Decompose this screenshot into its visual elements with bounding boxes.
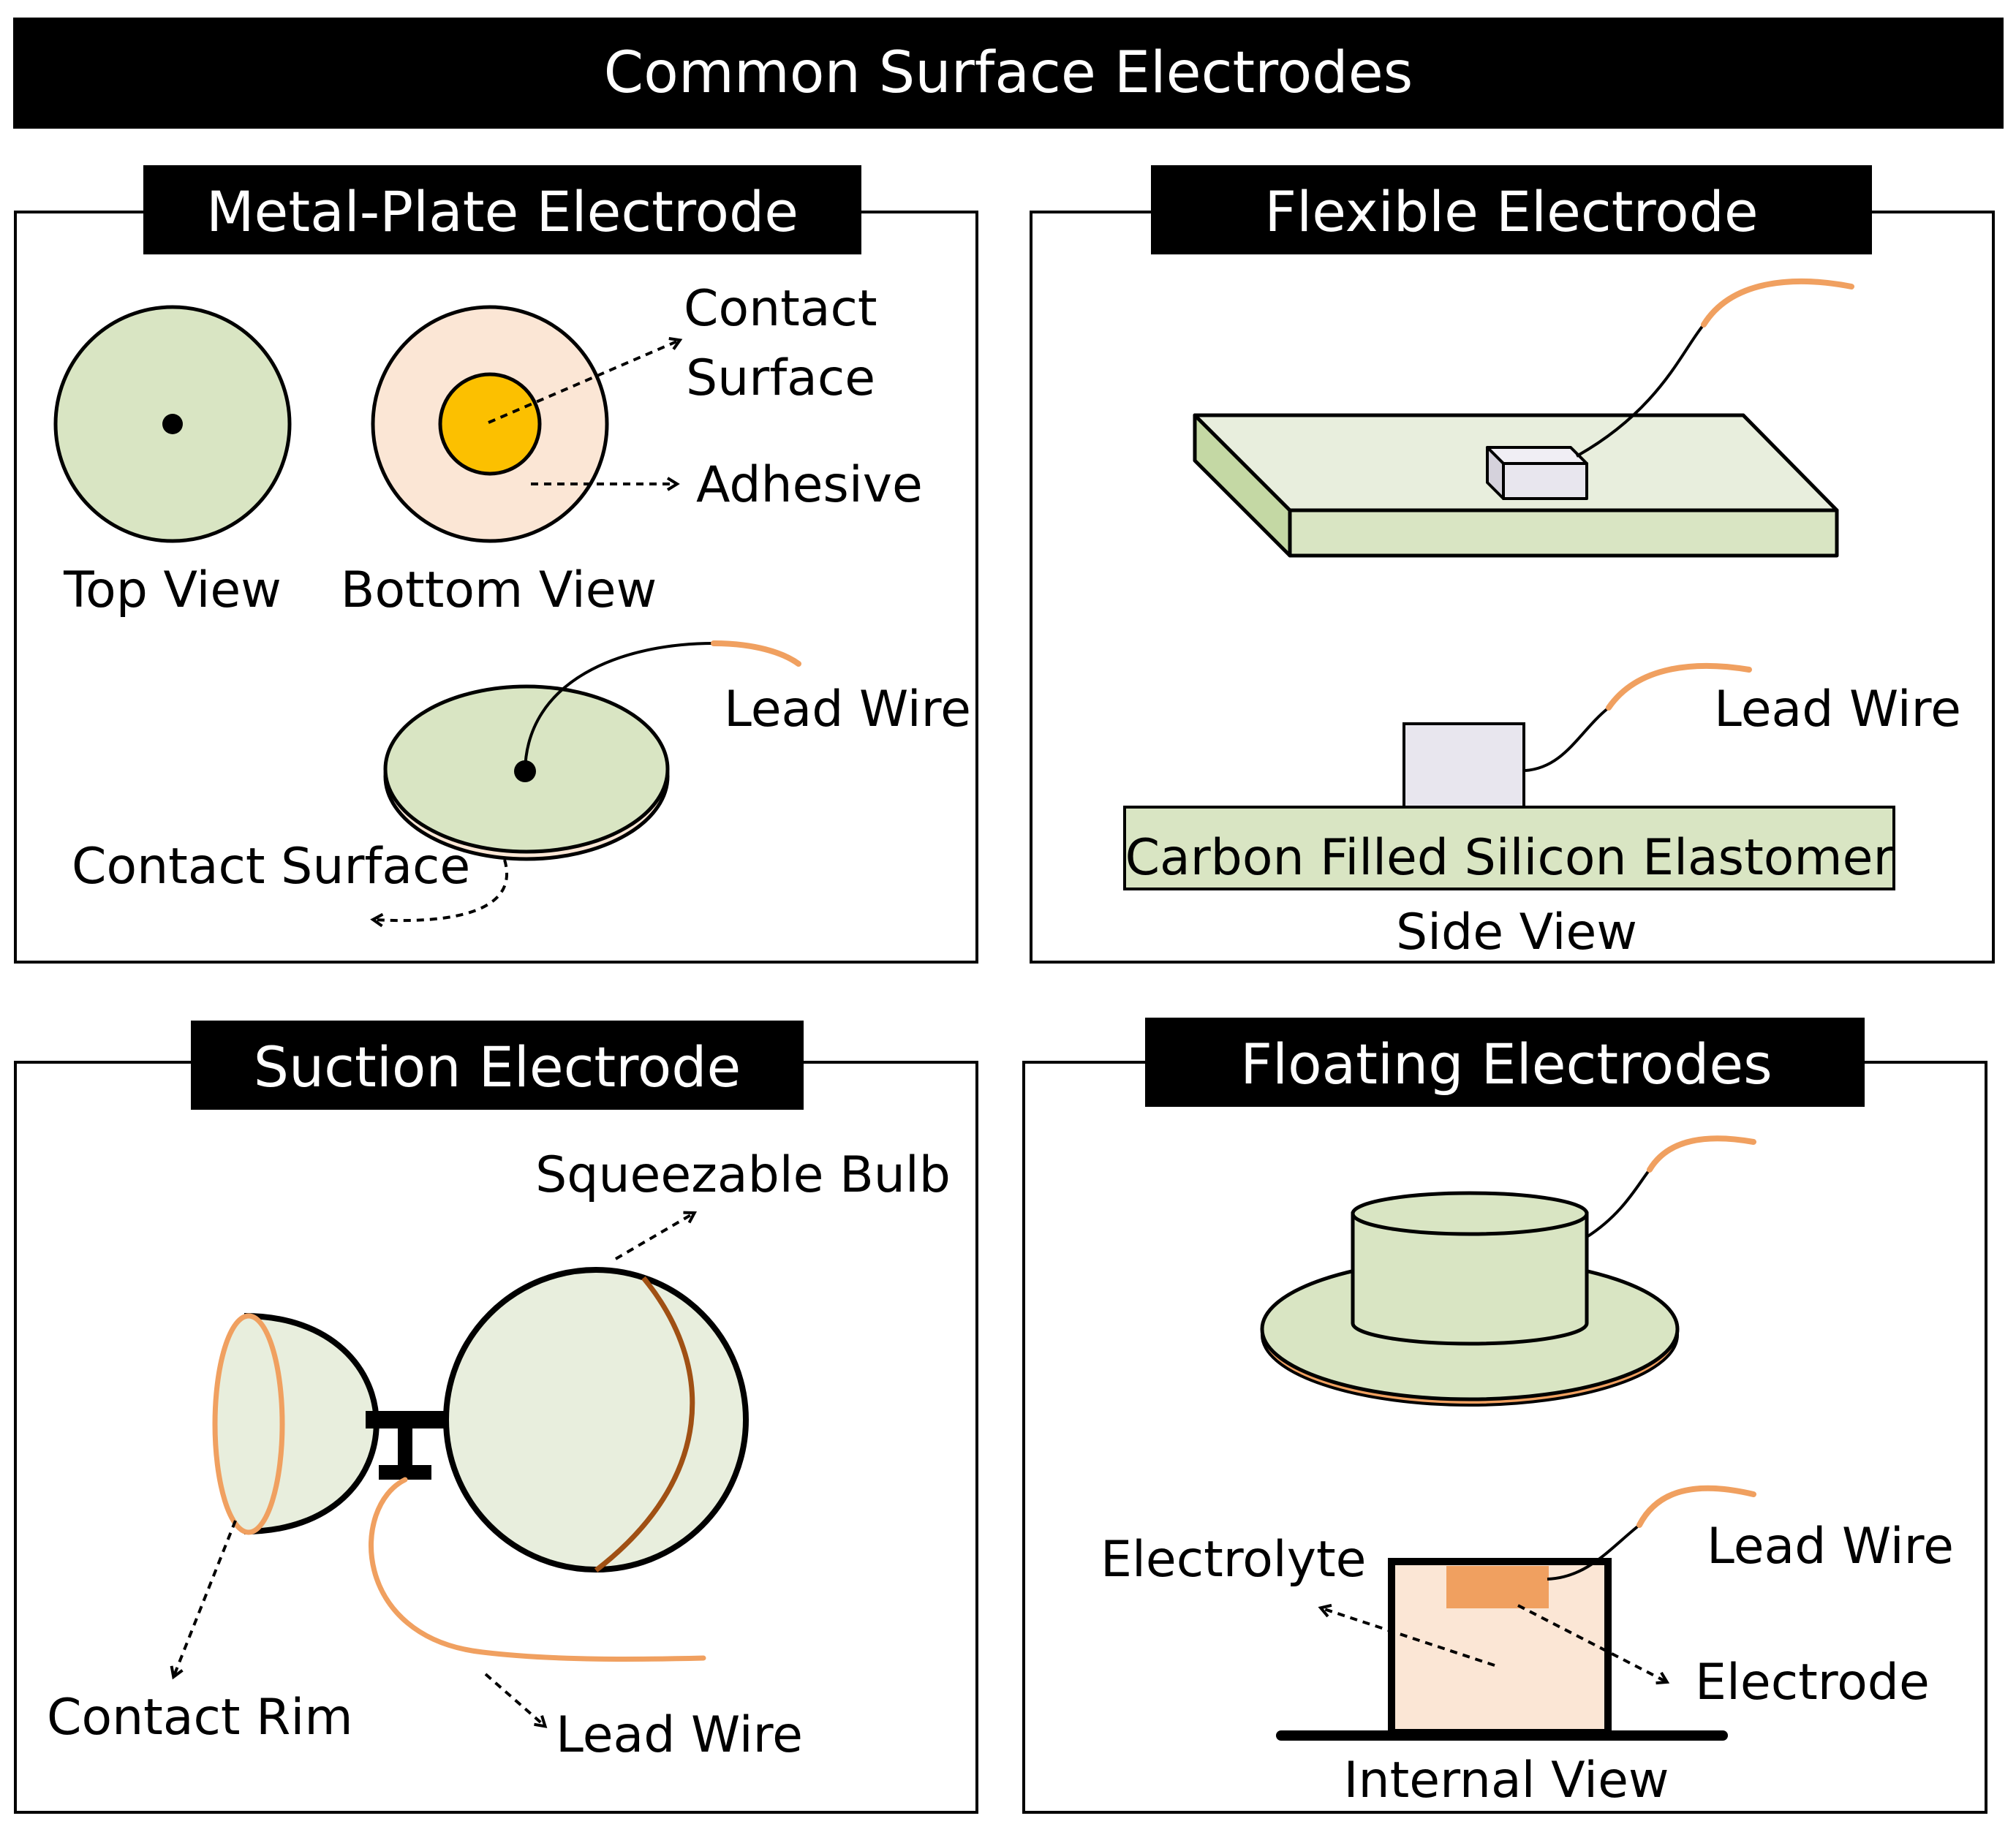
slab-front xyxy=(1288,508,1839,558)
contact-surface-label-1: Contact xyxy=(684,280,877,338)
lead-wire-arrow xyxy=(484,1673,548,1728)
electrolyte-arrow xyxy=(1318,1603,1495,1667)
bulb-arrow xyxy=(614,1211,698,1260)
cylinder-top xyxy=(1351,1191,1589,1236)
panel-metal-plate: Metal-Plate Electrode Top View Bottom Vi… xyxy=(14,165,978,964)
lead-wire-orange xyxy=(711,640,801,667)
lead-wire-label: Lead Wire xyxy=(556,1706,803,1764)
panel-title: Suction Electrode xyxy=(254,1034,741,1100)
contact-surface-gold xyxy=(438,372,542,476)
electrode-pad xyxy=(1446,1566,1549,1608)
side-lead-wire-orange xyxy=(1606,662,1752,711)
contact-surface-bottom-label: Contact Surface xyxy=(72,838,470,896)
contact-rim-label: Contact Rim xyxy=(47,1689,353,1747)
cylinder-body xyxy=(1351,1211,1589,1346)
lead-wire-label: Lead Wire xyxy=(724,681,971,738)
lead-wire-black xyxy=(524,642,714,772)
panel-title-bar xyxy=(143,165,861,254)
lead-wire-label: Lead Wire xyxy=(1707,1518,1954,1575)
internal-view-label: Internal View xyxy=(1343,1752,1669,1809)
contact-rim xyxy=(212,1313,285,1535)
bottom-view-label: Bottom View xyxy=(341,561,657,619)
lead-wire-orange xyxy=(1701,278,1854,328)
panel-suction: Suction Electrode Squeezable Bulb Lead W… xyxy=(14,1021,978,1814)
lead-wire-black xyxy=(1576,323,1705,458)
bulb-seam xyxy=(594,1276,695,1573)
contact-surface-label-2: Surface xyxy=(686,349,875,407)
top-view-label: Top View xyxy=(63,561,282,619)
connector-bar xyxy=(366,1411,448,1428)
lead-wire-orange xyxy=(1647,1135,1756,1173)
panel-title-bar xyxy=(1145,1018,1865,1107)
panel-title: Floating Electrodes xyxy=(1240,1032,1773,1097)
internal-lead-wire-orange xyxy=(1636,1485,1756,1528)
electrolyte-label: Electrolyte xyxy=(1101,1531,1366,1589)
lead-wire-orange xyxy=(369,1477,706,1662)
electrode-arrow xyxy=(1517,1604,1670,1685)
elastomer-label: Carbon Filled Silicon Elastomer xyxy=(1125,829,1894,887)
contact-surface-bottom-arrow xyxy=(370,859,508,928)
contact-rim-arrow xyxy=(170,1520,237,1680)
bulb-label: Squeezable Bulb xyxy=(535,1146,951,1204)
panel-title: Metal-Plate Electrode xyxy=(206,179,799,244)
snap-dot xyxy=(162,414,183,434)
side-view-block xyxy=(1402,722,1525,809)
internal-lead-wire-black xyxy=(1547,1524,1641,1581)
main-title: Common Surface Electrodes xyxy=(604,40,1413,106)
block-front xyxy=(1502,462,1588,500)
elastomer-layer xyxy=(1123,806,1895,890)
side-view-label: Side View xyxy=(1396,904,1637,961)
panel-floating: Floating Electrodes Electrolyte Lead Wir… xyxy=(1022,1018,1987,1814)
lead-wire-label: Lead Wire xyxy=(1714,681,1961,738)
panel-flexible: Flexible Electrode Carbon Filled Silicon… xyxy=(1030,165,1995,964)
electrode-label: Electrode xyxy=(1695,1654,1930,1711)
connector-base xyxy=(379,1465,431,1480)
panel-title-bar xyxy=(1151,165,1872,254)
panel-title-bar xyxy=(191,1021,804,1110)
squeezable-bulb xyxy=(443,1267,749,1573)
side-lead-wire-black xyxy=(1525,706,1610,772)
contact-surface-arrow xyxy=(488,337,683,424)
connector-stem xyxy=(398,1427,412,1467)
lead-wire-black xyxy=(1585,1168,1651,1238)
main-title-bar xyxy=(13,18,2004,129)
adhesive-label: Adhesive xyxy=(696,456,923,514)
panel-title: Flexible Electrode xyxy=(1264,179,1758,244)
